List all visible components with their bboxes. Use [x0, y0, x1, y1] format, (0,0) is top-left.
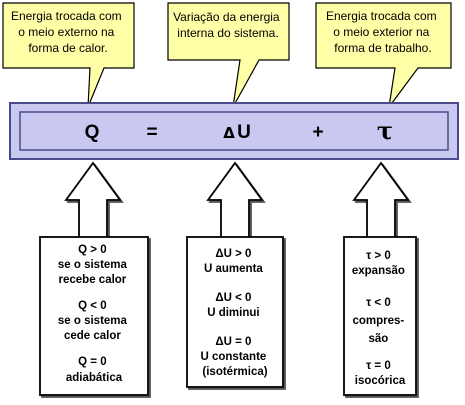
internal-zero-line-2: U constante: [200, 351, 266, 363]
arrow-internal: [206, 161, 264, 239]
callout-work-text: Energia trocada com o meio exterior na f…: [326, 9, 440, 55]
callout-heat-line-1: Energia trocada com: [11, 9, 122, 23]
arrow-heat: [64, 161, 122, 239]
callout-work-line-1: Energia trocada com: [326, 9, 437, 23]
box-heat-text: Q > 0 se o sistema recebe calor Q < 0 se…: [58, 244, 130, 384]
internal-positive-line-2: U aumenta: [204, 263, 263, 275]
equation-plus: +: [312, 122, 323, 143]
heat-positive-line-2: se o sistema: [58, 259, 128, 271]
equation-q: Q: [85, 122, 100, 143]
work-negative-line-3: são: [368, 333, 388, 345]
callout-internal-text: Variação da energia interna do sistema.: [173, 10, 283, 40]
internal-negative-condition: ΔU < 0: [215, 292, 251, 304]
work-positive-line-2: expansão: [352, 265, 405, 277]
callout-internal: Variação da energia interna do sistema.: [167, 2, 290, 108]
heat-negative-condition: Q < 0: [78, 300, 106, 312]
callout-heat-text: Energia trocada com o meio externo na fo…: [11, 9, 125, 55]
callout-heat-line-2: o meio externo na: [18, 25, 114, 39]
heat-negative-line-3: cede calor: [64, 330, 121, 342]
arrow-work: [352, 161, 410, 239]
work-zero-line-2: isocórica: [355, 375, 406, 387]
box-work-text: τ > 0 expansão τ < 0 compres- são τ = 0 …: [352, 250, 408, 387]
internal-negative-line-2: U diminui: [207, 307, 259, 319]
work-negative-line-2: compres-: [353, 315, 405, 327]
callout-work-line-2: o meio exterior na: [333, 25, 429, 39]
box-internal-text: ΔU > 0 U aumenta ΔU < 0 U diminui ΔU = 0…: [200, 248, 269, 378]
heat-negative-line-2: se o sistema: [58, 315, 128, 327]
equation-equals: =: [146, 122, 157, 143]
internal-zero-condition: ΔU = 0: [215, 336, 251, 348]
callout-heat-shape: [2, 2, 135, 108]
work-positive-condition: τ > 0: [366, 250, 391, 262]
work-zero-condition: τ = 0: [366, 360, 391, 372]
callout-internal-line-2: interna do sistema.: [177, 26, 278, 40]
internal-positive-condition: ΔU > 0: [215, 248, 251, 260]
callout-internal-line-1: Variação da energia: [173, 10, 280, 24]
box-internal: ΔU > 0 U aumenta ΔU < 0 U diminui ΔU = 0…: [186, 236, 284, 388]
box-internal-frame: [186, 236, 284, 388]
box-work: τ > 0 expansão τ < 0 compres- são τ = 0 …: [343, 236, 417, 396]
box-heat: Q > 0 se o sistema recebe calor Q < 0 se…: [39, 236, 149, 396]
box-work-frame: [343, 236, 417, 396]
heat-positive-line-3: recebe calor: [59, 274, 127, 286]
internal-zero-line-3: (isotérmica): [202, 366, 267, 378]
callout-heat: Energia trocada com o meio externo na fo…: [2, 2, 135, 108]
callout-internal-shape: [167, 2, 290, 108]
heat-positive-condition: Q > 0: [78, 244, 106, 256]
callout-work-shape: [315, 2, 452, 108]
equation-bar-inner: [19, 111, 449, 151]
equation-delta: Δ: [223, 124, 235, 142]
equation-tau: τ: [377, 116, 393, 145]
equation-u: U: [237, 122, 251, 143]
equation-bar: Q = Δ U + τ: [9, 102, 459, 160]
callout-work-line-3: forma de trabalho.: [334, 41, 431, 55]
callout-heat-line-3: forma de calor.: [28, 41, 107, 55]
heat-zero-line-2: adiabática: [66, 372, 123, 384]
callout-work: Energia trocada com o meio exterior na f…: [315, 2, 452, 108]
work-negative-condition: τ < 0: [366, 297, 391, 309]
box-heat-frame: [39, 236, 149, 396]
heat-zero-condition: Q = 0: [78, 356, 106, 368]
